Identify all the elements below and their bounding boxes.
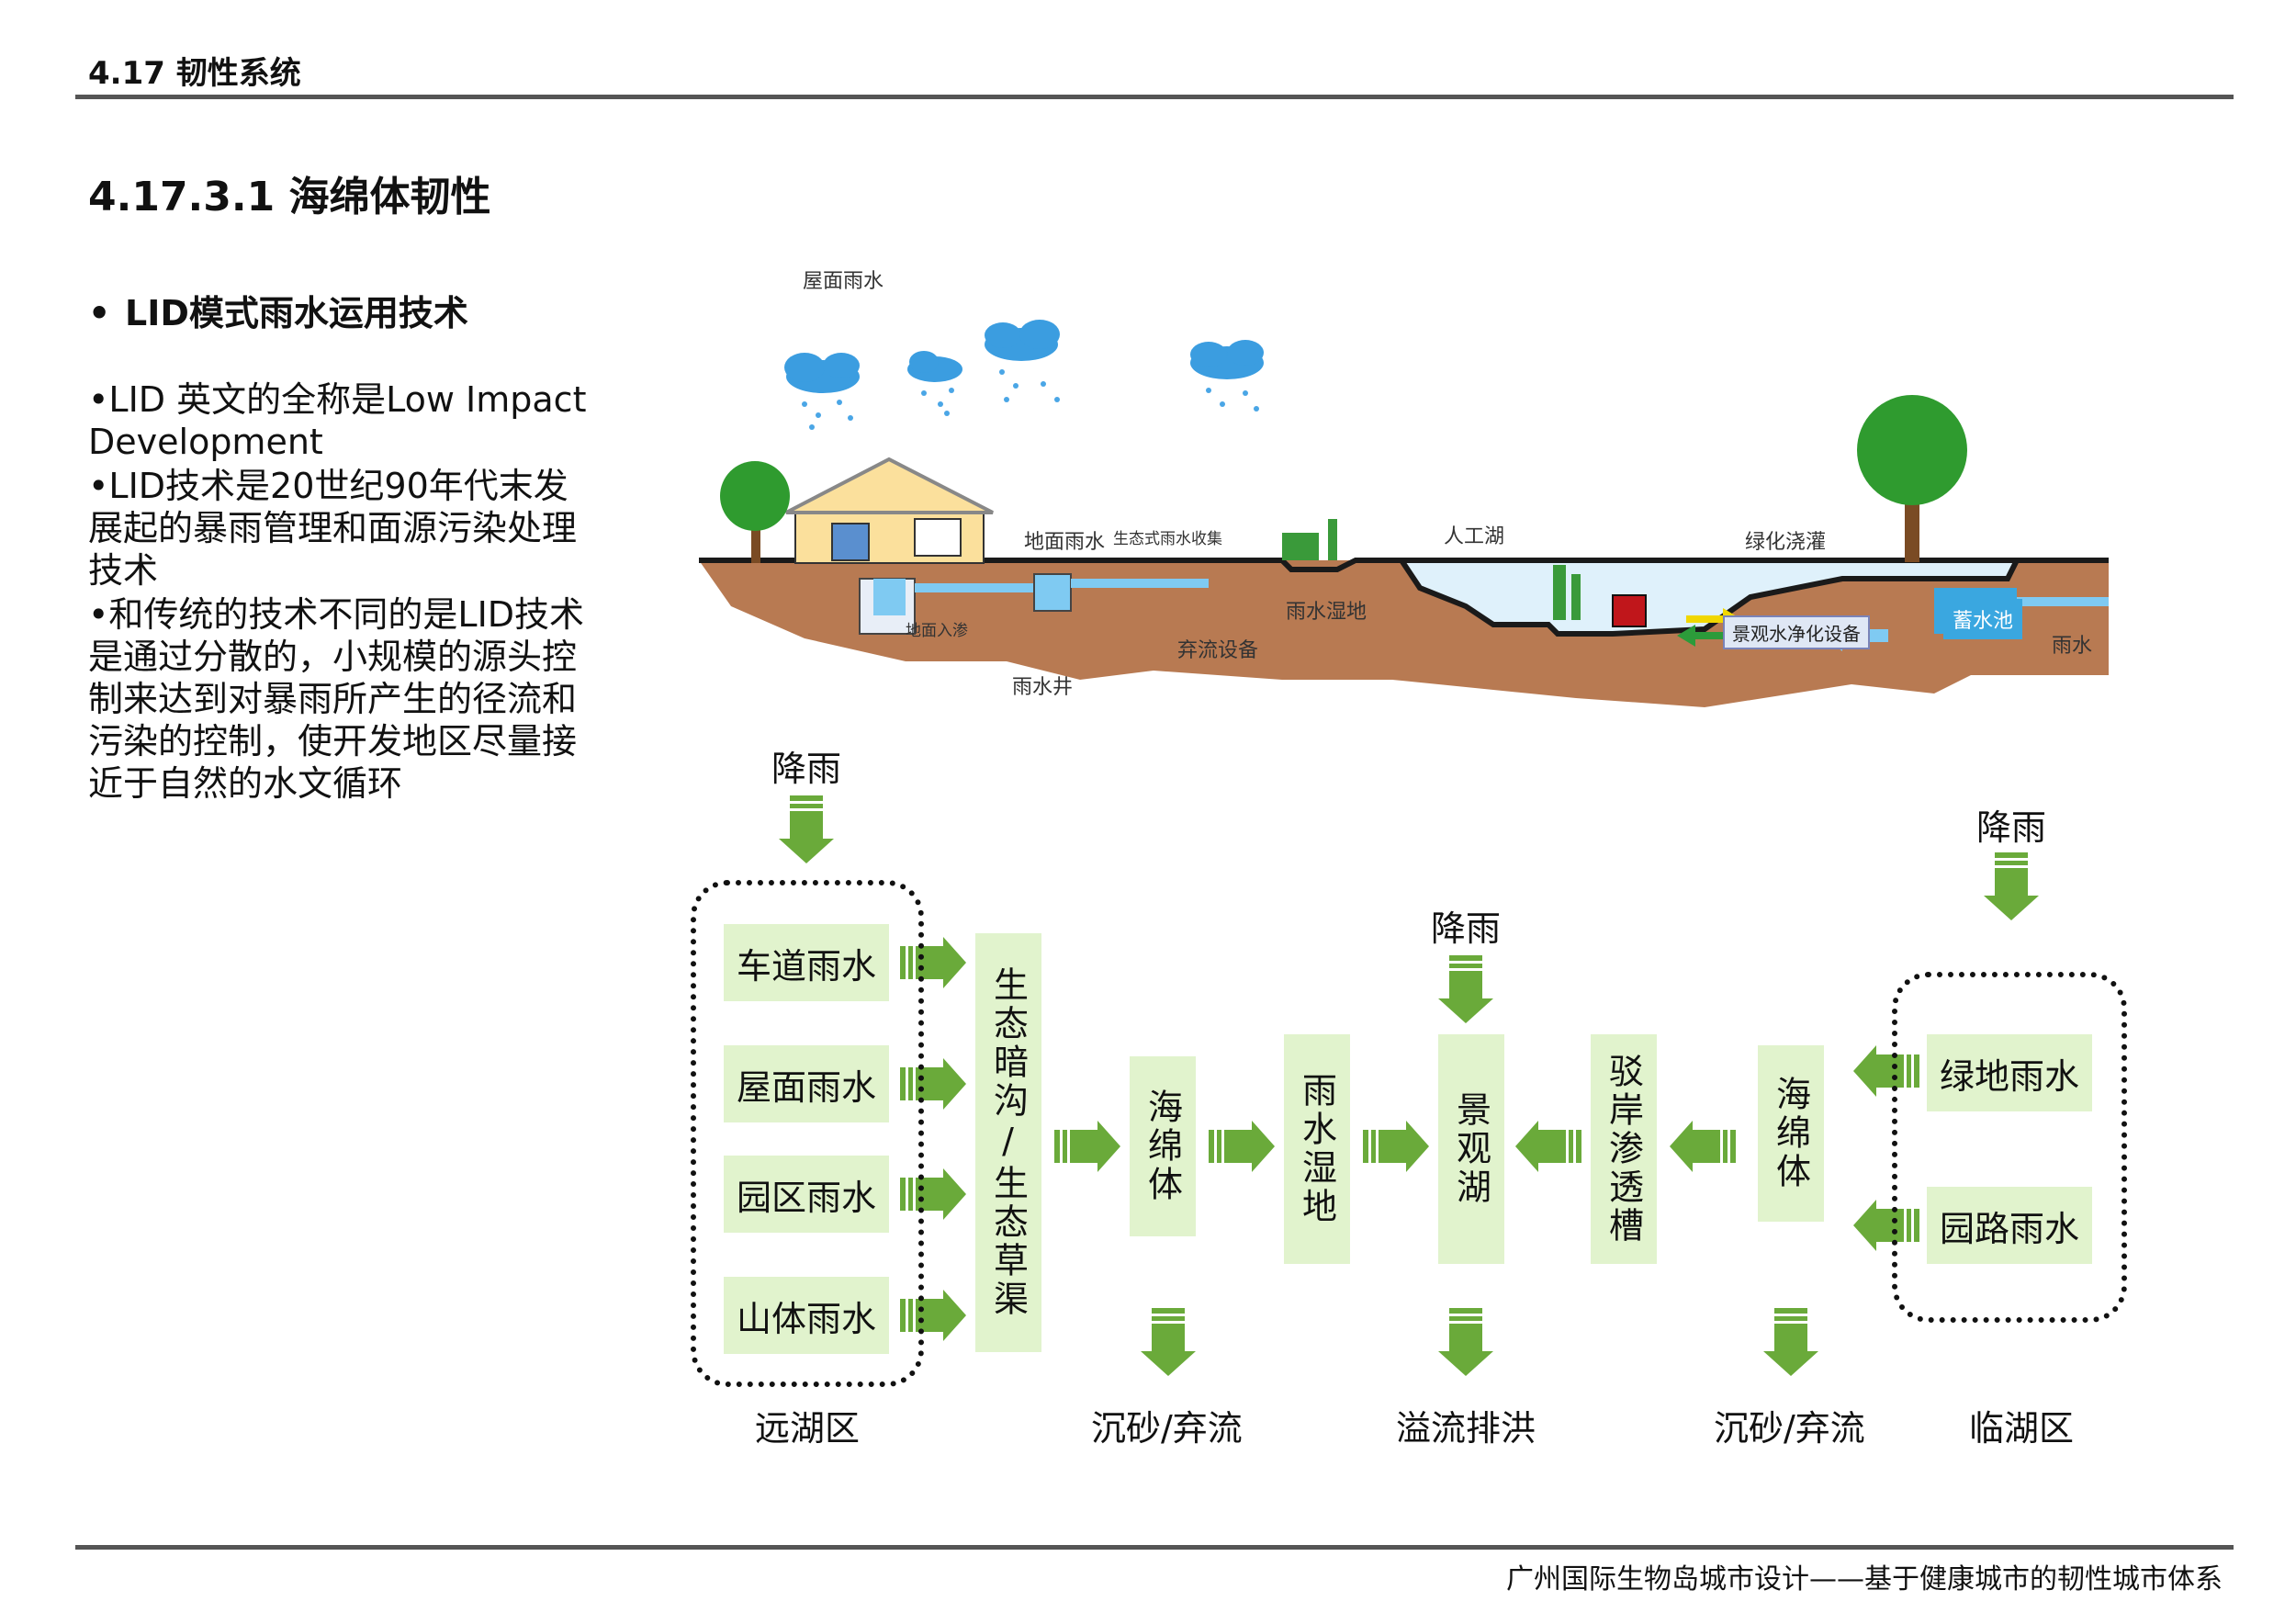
label-ground-infiltrate: 地面入渗 <box>906 622 968 640</box>
node-park-rain: 园区雨水 <box>724 1156 889 1233</box>
cloud-icon <box>784 320 1264 393</box>
node-sponge-right: 海绵体 <box>1758 1045 1824 1222</box>
node-path-rain: 园路雨水 <box>1927 1187 2092 1264</box>
rain-label-right: 降雨 <box>1976 807 2047 848</box>
paragraph-1: •LID 英文的全称是Low Impact Development <box>88 379 587 462</box>
bullet-heading: • LID模式雨水运用技术 <box>88 285 468 335</box>
outlet-label-right: 沉砂/弃流 <box>1714 1408 1865 1449</box>
label-wetland: 雨水湿地 <box>1286 601 1367 624</box>
node-mountain-rain: 山体雨水 <box>724 1277 889 1354</box>
landscape-scene <box>699 320 2109 707</box>
house-icon <box>785 457 994 564</box>
label-rain-well: 雨水井 <box>1012 676 1074 699</box>
footer-text: 广州国际生物岛城市设计——基于健康城市的韧性城市体系 <box>1506 1563 2223 1596</box>
outlet-label-left: 沉砂/弃流 <box>1091 1408 1243 1449</box>
paragraph-2: •LID技术是20世纪90年代末发展起的暴雨管理和面源污染处理技术 <box>88 466 578 591</box>
page-header: 4.17 韧性系统 <box>88 55 301 92</box>
header-divider <box>75 95 2234 99</box>
node-rain-wetland: 雨水湿地 <box>1284 1034 1350 1264</box>
label-eco-collect: 生态式雨水收集 <box>1113 530 1222 548</box>
paragraph-3: •和传统的技术不同的是LID技术是通过分散的，小规模的源头控制来达到对暴雨所产生… <box>88 594 585 804</box>
label-artificial-lake: 人工湖 <box>1444 525 1505 548</box>
tree-icon <box>1857 395 1967 562</box>
zone-far-lake: 远湖区 <box>755 1408 861 1449</box>
label-purify: 景观水净化设备 <box>1723 615 1870 649</box>
footer-divider <box>75 1545 2234 1550</box>
section-title: 4.17.3.1 海绵体韧性 <box>88 174 491 220</box>
label-storage: 蓄水池 <box>1943 599 2023 639</box>
tree-icon <box>720 461 790 563</box>
node-green-rain: 绿地雨水 <box>1927 1034 2092 1111</box>
rain-label-left: 降雨 <box>771 749 842 789</box>
node-eco-channel: 生态暗沟/生态草渠 <box>975 933 1041 1352</box>
diversion-tank <box>1033 573 1072 612</box>
node-roof-rain: 屋面雨水 <box>724 1045 889 1122</box>
label-rain: 雨水 <box>2052 635 2093 658</box>
plant-icon <box>1282 519 1581 620</box>
node-sponge-left: 海绵体 <box>1130 1056 1196 1236</box>
bullet-marker: • <box>88 293 111 333</box>
bullet-heading-text: LID模式雨水运用技术 <box>125 293 468 333</box>
label-green-irrigation: 绿化浇灌 <box>1745 531 1827 554</box>
zone-near-lake: 临湖区 <box>1969 1408 2075 1449</box>
near-lake-group <box>1892 972 2127 1323</box>
rain-drops <box>802 369 1259 430</box>
lid-illustration: 屋面雨水 地面雨水 生态式雨水收集 地面入渗 雨水井 弃流设备 雨水湿地 人工湖… <box>694 270 2127 716</box>
label-ground-rain: 地面雨水 <box>1024 531 1106 554</box>
far-lake-group <box>691 880 924 1387</box>
node-landscape-lake: 景观湖 <box>1438 1034 1504 1264</box>
node-revetment: 驳岸渗透槽 <box>1591 1034 1657 1264</box>
filter-box <box>1612 594 1647 627</box>
label-diversion: 弃流设备 <box>1177 639 1259 662</box>
rain-label-mid: 降雨 <box>1431 908 1502 949</box>
outlet-label-mid: 溢流排洪 <box>1396 1408 1536 1449</box>
label-roof-rain: 屋面雨水 <box>803 270 884 293</box>
description-text: •LID 英文的全称是Low Impact Development •LID技术… <box>88 378 602 806</box>
node-driveway-rain: 车道雨水 <box>724 924 889 1001</box>
